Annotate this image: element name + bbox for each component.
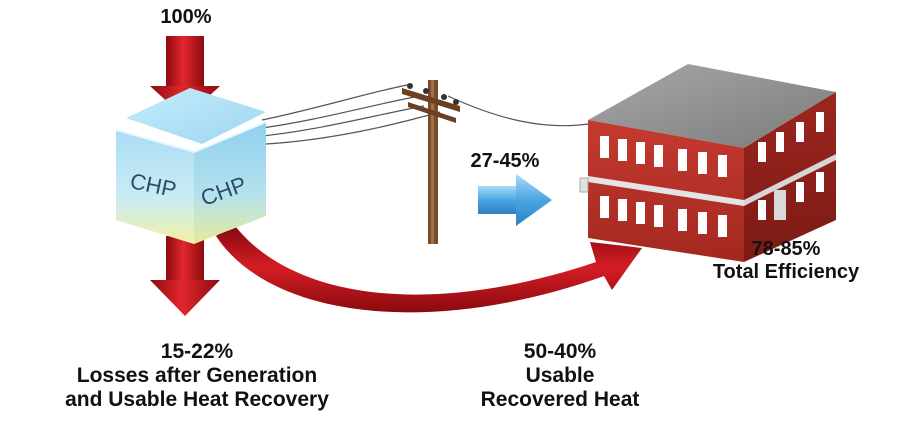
building bbox=[579, 64, 836, 262]
heat-percent: 50-40% bbox=[523, 340, 597, 363]
total-percent: 78-85% bbox=[751, 238, 821, 260]
losses-label: 15-22% Losses after Generation and Usabl… bbox=[22, 340, 372, 412]
losses-line1: Losses after Generation bbox=[76, 364, 318, 388]
recovered-heat-label: 50-40% Usable Recovered Heat bbox=[440, 340, 680, 412]
losses-percent: 15-22% bbox=[160, 340, 234, 363]
losses-arrow bbox=[150, 236, 220, 316]
losses-line2: and Usable Heat Recovery bbox=[65, 388, 329, 412]
heat-line1: Usable bbox=[525, 364, 595, 388]
power-lines bbox=[261, 83, 589, 145]
recovered-heat-arrow bbox=[216, 222, 642, 313]
utility-pole bbox=[402, 80, 460, 244]
total-text: Total Efficiency bbox=[712, 261, 860, 283]
chp-cube: CHP CHP bbox=[115, 88, 267, 244]
electricity-arrow bbox=[478, 174, 552, 226]
input-percent-label: 100% bbox=[160, 6, 212, 28]
heat-line2: Recovered Heat bbox=[480, 388, 640, 412]
electricity-percent-label: 27-45% bbox=[470, 150, 540, 172]
total-efficiency-label: 78-85% Total Efficiency bbox=[686, 238, 886, 284]
